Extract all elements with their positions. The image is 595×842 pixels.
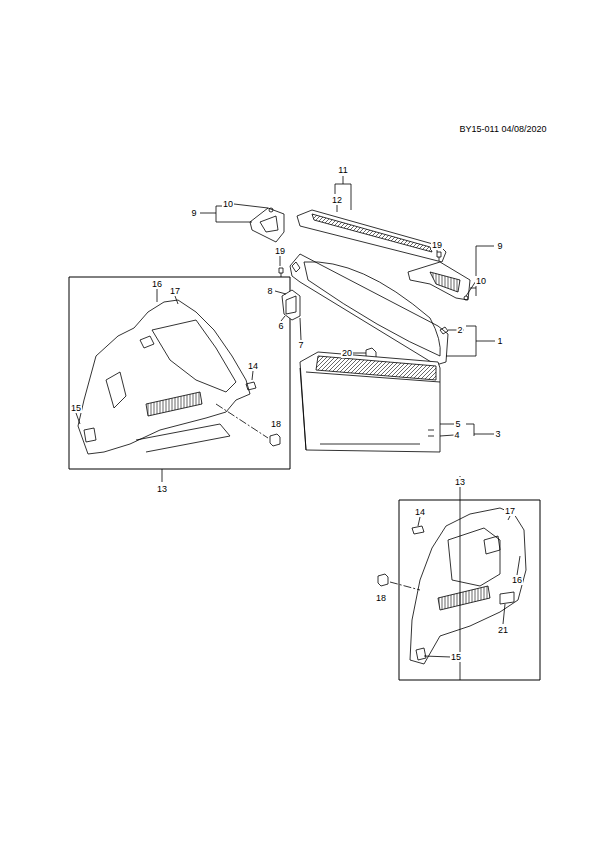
callout-number: 14 [414,507,426,517]
part-stroke [260,216,278,232]
part-stroke [439,257,440,261]
part-stroke [378,574,388,586]
part-stroke [437,252,441,257]
callout-number: 7 [297,340,304,350]
part-stroke [136,424,230,452]
part-stroke [418,517,420,526]
callout-number: 10 [222,199,234,209]
part-stroke [106,372,126,408]
part-stroke [399,500,540,680]
part-stroke [424,656,451,657]
callout-number: 8 [266,286,273,296]
part-stroke [234,204,268,208]
callout-number: 19 [431,240,443,250]
part-stroke [146,392,202,416]
part-stroke [500,592,514,604]
part-stroke [438,586,490,610]
part-stroke [297,210,446,262]
part-stroke [517,556,520,575]
callout-number: 12 [331,195,343,205]
part-stroke [157,289,158,302]
part-stroke [69,277,290,469]
part-stroke [416,648,426,660]
part-stroke [300,352,440,452]
callout-number: 11 [337,165,348,175]
callout-number: 18 [270,419,282,429]
part-stroke [437,250,438,252]
part-stroke [279,268,283,273]
part-stroke [337,205,338,212]
callout-number: 19 [274,246,286,256]
part-stroke [352,353,366,354]
part-stroke [175,296,178,304]
callout-number: 13 [156,484,168,494]
callout-number: 5 [454,419,461,429]
callout-number: 3 [494,429,501,439]
part-stroke [390,582,420,590]
part-stroke [78,300,250,454]
part-stroke [316,356,436,380]
part-stroke [503,604,505,624]
part-stroke [292,262,300,272]
part-stroke [440,424,454,425]
callout-number: 21 [497,625,509,635]
part-stroke [440,435,454,436]
part-stroke [408,262,470,300]
callout-number: 9 [190,208,197,218]
callout-number: 13 [454,477,466,487]
part-stroke [320,444,420,445]
callout-number: 6 [277,321,284,331]
callout-number: 16 [151,279,163,289]
callout-number: 18 [375,593,387,603]
part-stroke [281,273,282,277]
callout-number: 9 [496,241,503,251]
part-stroke [162,469,163,482]
part-stroke [440,327,448,334]
part-stroke [300,318,301,340]
callout-number: 15 [70,403,82,413]
callout-number: 20 [341,348,353,358]
part-stroke [470,246,494,296]
part-stroke [152,320,236,392]
part-stroke [269,208,273,212]
part-stroke [216,404,268,438]
part-stroke [448,528,500,586]
part-stroke [140,336,154,348]
callout-number: 16 [511,575,523,585]
part-stroke [312,214,432,252]
callout-number: 1 [496,336,503,346]
part-stroke [484,536,500,554]
callout-number: 17 [504,506,516,516]
part-stroke [270,434,280,446]
part-stroke [464,296,468,300]
callout-number: 17 [169,286,181,296]
part-stroke [84,428,96,442]
part-stroke [428,430,434,436]
part-stroke [282,290,300,320]
callout-number: 2 [456,325,463,335]
part-stroke [460,476,461,680]
callout-number: 14 [247,361,259,371]
part-stroke [508,516,510,520]
drawing-code: BY15-011 04/08/2020 [459,124,548,134]
callout-number: 10 [475,276,487,286]
part-stroke [306,372,440,382]
part-stroke [410,508,526,664]
part-stroke [76,413,80,424]
part-stroke [412,526,424,534]
part-stroke [250,208,284,242]
part-stroke [252,371,253,380]
part-stroke [275,291,286,294]
part-stroke [280,256,281,266]
part-stroke [466,424,494,436]
part-stroke [300,368,306,450]
part-stroke [286,296,296,314]
part-stroke [430,272,460,292]
part-stroke [446,326,495,356]
callout-number: 15 [450,652,462,662]
callout-number: 4 [453,430,460,440]
part-stroke [246,382,256,390]
